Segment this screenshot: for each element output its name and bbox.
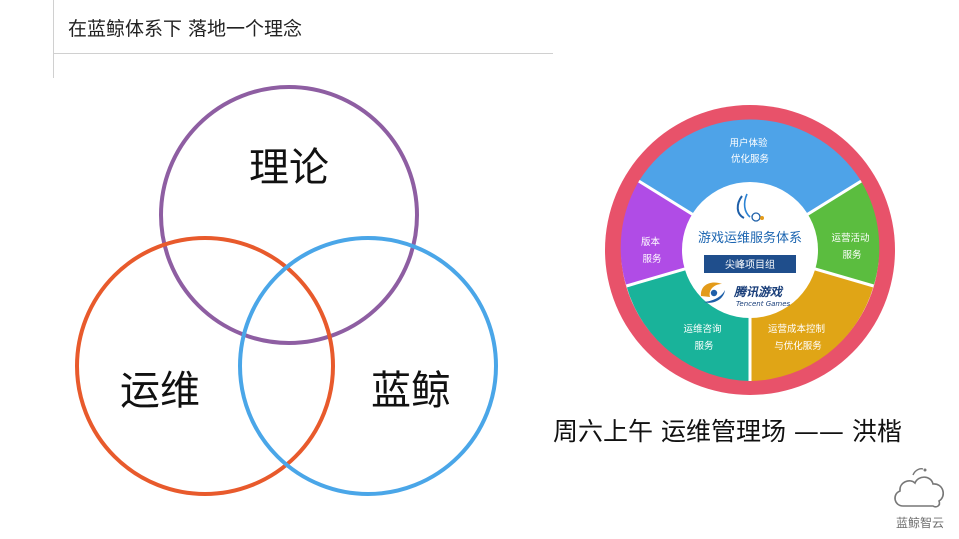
segment-ux-line1: 用户体验	[729, 137, 768, 149]
segment-operations-line2: 服务	[842, 249, 862, 261]
svg-text:运维咨询 服务: 运维咨询 服务	[683, 323, 724, 352]
session-caption: 周六上午 运维管理场 —— 洪楷	[553, 417, 902, 446]
segment-cost-line2: 与优化服务	[774, 340, 822, 352]
segment-operations-line1: 运营活动	[831, 232, 869, 244]
bluking-logo-icon	[736, 193, 764, 222]
center-badge-bg	[704, 255, 796, 273]
segment-version-line2: 服务	[642, 253, 662, 265]
venn-circle-bluking	[238, 236, 498, 496]
venn-circles	[75, 85, 498, 496]
tencent-games-cn: 腾讯游戏	[733, 285, 784, 299]
header-divider-horizontal	[53, 53, 553, 54]
tencent-games-en: Tencent Games	[736, 300, 791, 308]
venn-diagram: 理论 运维 蓝鲸	[60, 80, 510, 510]
svg-text:运营成本控制 与优化服务: 运营成本控制 与优化服务	[768, 323, 828, 352]
cloud-icon	[894, 468, 945, 508]
venn-label-bluking: 蓝鲸	[371, 368, 451, 414]
service-wheel-graphic: 用户体验 优化服务 运营活动 服务 运营成本控制 与优化服务 运维咨询 服务 版…	[605, 105, 895, 412]
venn-circle-ops	[75, 236, 335, 496]
center-badge-text: 尖峰项目组	[725, 258, 775, 271]
slide-title: 在蓝鲸体系下 落地一个理念	[68, 18, 303, 40]
segment-cost-line1: 运营成本控制	[768, 323, 825, 335]
svg-text:用户体验 优化服务: 用户体验 优化服务	[729, 137, 770, 165]
venn-circle-theory	[159, 85, 419, 345]
tencent-games-logo-icon	[700, 282, 725, 303]
venn-label-ops: 运维	[120, 368, 200, 414]
segment-version-line1: 版本	[641, 236, 661, 248]
brand-logo: 蓝鲸智云	[889, 466, 951, 532]
segment-ux-line2: 优化服务	[731, 153, 770, 165]
svg-text:版本 服务: 版本 服务	[641, 236, 663, 265]
venn-label-theory: 理论	[249, 145, 329, 191]
svg-text:运营活动 服务: 运营活动 服务	[831, 232, 872, 261]
header-divider-vertical	[53, 0, 54, 78]
segment-consulting-line1: 运维咨询	[683, 323, 721, 335]
brand-name: 蓝鲸智云	[895, 516, 944, 530]
wheel-center-title: 游戏运维服务体系	[698, 230, 802, 246]
service-wheel: 用户体验 优化服务 运营活动 服务 运营成本控制 与优化服务 运维咨询 服务 版…	[600, 100, 900, 412]
segment-consulting-line2: 服务	[694, 340, 714, 352]
